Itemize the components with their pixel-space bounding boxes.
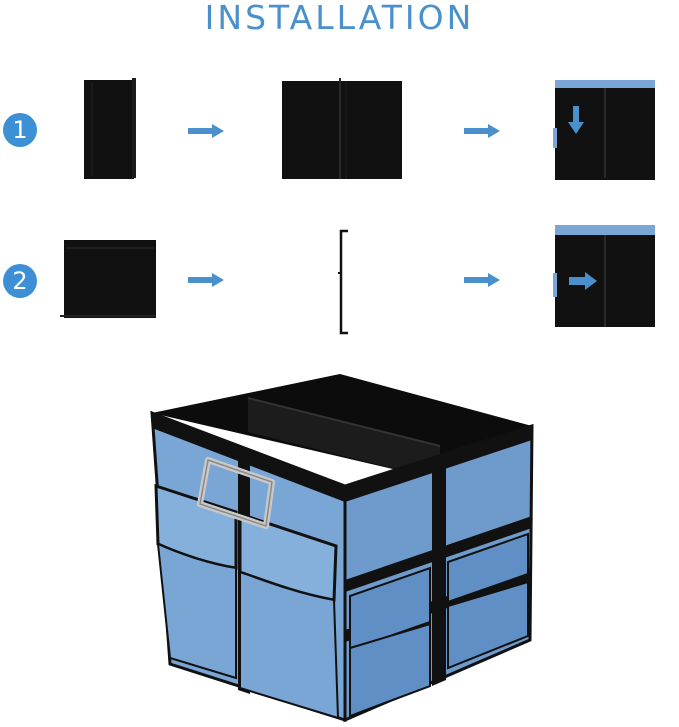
step-1-folded-panel (84, 78, 138, 180)
step-2-badge: 2 (3, 264, 37, 298)
arrow-right-icon (188, 124, 224, 138)
step-2-flat-base (60, 238, 158, 322)
arrow-right-icon (464, 273, 500, 287)
page-title: INSTALLATION (204, 0, 475, 37)
step-1-box-open (553, 78, 657, 182)
step-2-divider-insert (336, 229, 350, 335)
arrow-right-icon (464, 124, 500, 138)
arrow-right-icon (188, 273, 224, 287)
step-1-badge: 1 (3, 113, 37, 147)
step-2-box-with-divider (553, 223, 657, 329)
assembled-trunk-organizer (140, 368, 540, 724)
step-1-unfolded-panel (282, 78, 404, 180)
